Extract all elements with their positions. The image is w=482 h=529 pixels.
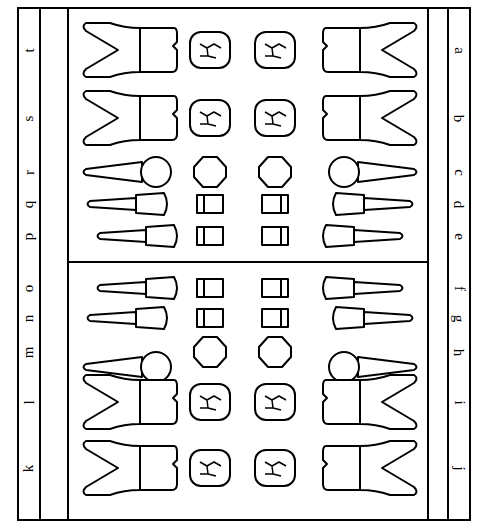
tooth-letter: a <box>451 47 466 54</box>
tooth-letter: s <box>22 115 37 121</box>
tooth-letter: h <box>452 348 467 356</box>
tooth-letter: j <box>451 466 466 470</box>
tooth-letter: f <box>452 286 467 291</box>
tooth-letter: k <box>22 464 37 472</box>
tooth-letter: l <box>21 400 36 404</box>
tooth-letter: o <box>22 284 37 292</box>
tooth-letter: b <box>452 114 467 122</box>
tooth-letter: q <box>22 200 37 208</box>
tooth-letter: m <box>21 346 36 358</box>
tooth-letter: c <box>451 169 466 176</box>
tooth-letter: e <box>451 233 466 240</box>
tooth-letter: r <box>22 170 37 175</box>
tooth-letter: p <box>22 232 37 240</box>
tooth-letter: n <box>22 314 37 322</box>
tooth-letter: g <box>452 314 467 322</box>
tooth-letter: i <box>451 400 466 404</box>
tooth-letter: t <box>21 48 36 52</box>
tooth-letter: d <box>452 200 467 208</box>
